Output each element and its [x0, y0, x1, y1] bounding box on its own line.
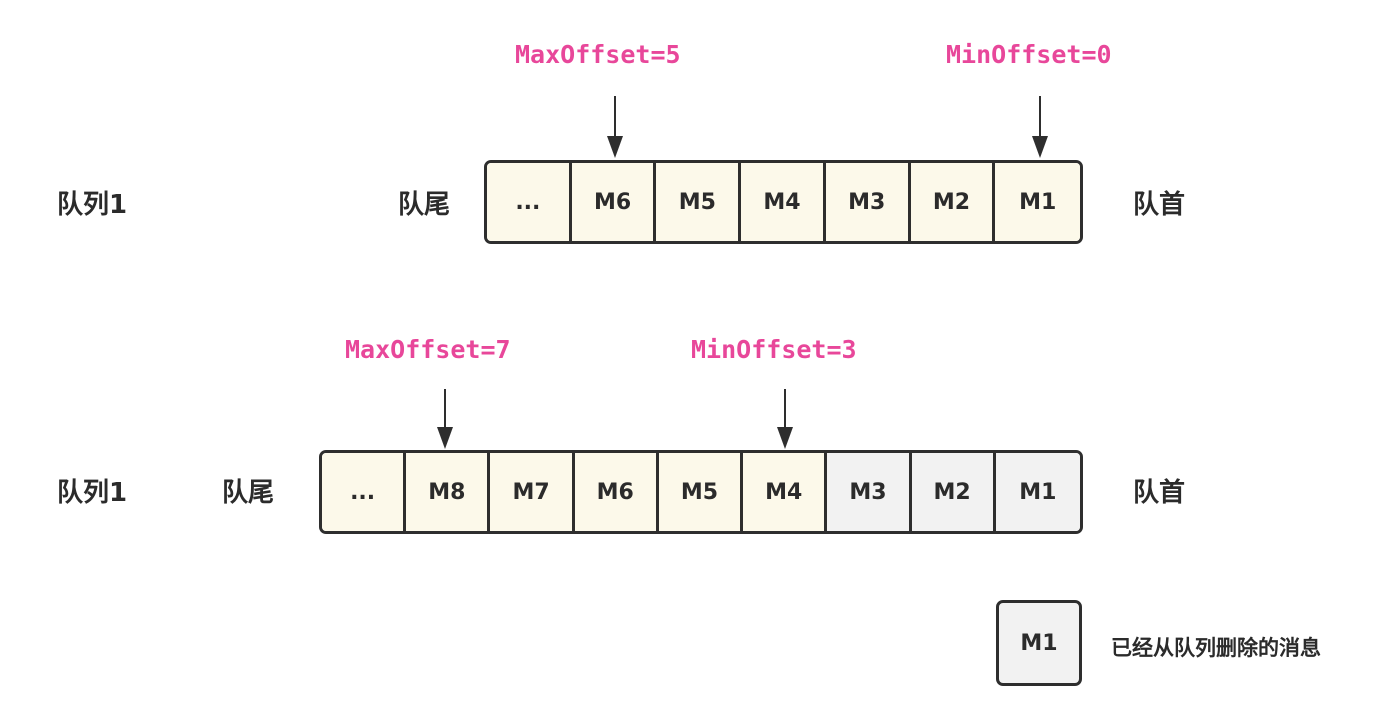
min-offset-arrow-a [1030, 96, 1050, 158]
queue-cell: M6 [571, 163, 657, 241]
max-offset-arrow-b [435, 389, 455, 449]
queue-row-b: ... M8 M7 M6 M5 M4 M3 M2 M1 [319, 450, 1083, 534]
queue-cell-deleted: M3 [827, 453, 912, 531]
queue-row-a: ... M6 M5 M4 M3 M2 M1 [484, 160, 1083, 244]
queue-cell: M5 [658, 453, 744, 531]
queue-cell: M7 [490, 453, 575, 531]
queue-cell-deleted: M2 [911, 453, 996, 531]
min-offset-label-a: MinOffset=0 [946, 40, 1112, 69]
queue-head-label-a: 队首 [1133, 190, 1186, 220]
queue-cell: M8 [406, 453, 491, 531]
queue-tail-label-b: 队尾 [222, 478, 275, 508]
queue-cell: M1 [995, 163, 1080, 241]
min-offset-label-b: MinOffset=3 [691, 335, 857, 364]
max-offset-label-a: MaxOffset=5 [515, 40, 681, 69]
queue-cell: M4 [743, 453, 828, 531]
legend-text: 已经从队列删除的消息 [1111, 636, 1321, 660]
legend-sample-cell: M1 [996, 600, 1082, 686]
queue-head-label-b: 队首 [1133, 478, 1186, 508]
queue-cell: M4 [741, 163, 826, 241]
queue-cell-deleted: M1 [995, 453, 1080, 531]
queue-name-b: 队列1 [57, 478, 128, 508]
queue-name-a: 队列1 [57, 190, 128, 220]
queue-cell: M3 [825, 163, 911, 241]
queue-cell-ellipsis: ... [322, 453, 407, 531]
max-offset-label-b: MaxOffset=7 [345, 335, 511, 364]
max-offset-arrow-a [605, 96, 625, 158]
queue-cell: M6 [574, 453, 659, 531]
min-offset-arrow-b [775, 389, 795, 449]
queue-cell: M2 [910, 163, 996, 241]
queue-cell: M5 [656, 163, 742, 241]
queue-tail-label-a: 队尾 [398, 190, 451, 220]
queue-cell-ellipsis: ... [487, 163, 572, 241]
